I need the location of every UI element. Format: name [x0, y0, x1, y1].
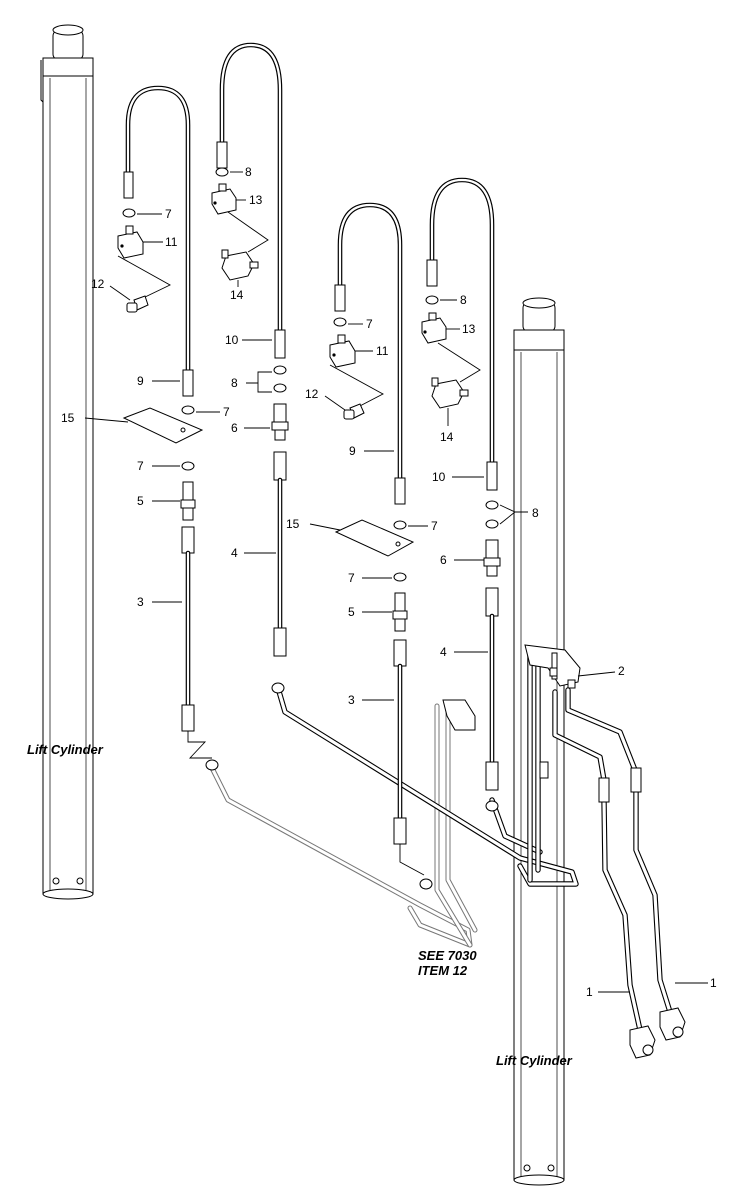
- left-hose-assembly-9-3: [117, 85, 212, 759]
- callout-5: 5: [137, 494, 144, 508]
- callout-7: 7: [137, 459, 144, 473]
- callout-10: 10: [225, 333, 239, 347]
- callout-1: 1: [586, 985, 593, 999]
- callout-11: 11: [165, 235, 178, 249]
- callout-9: 9: [349, 444, 356, 458]
- callout-8: 8: [532, 506, 539, 520]
- callout-7: 7: [366, 317, 373, 331]
- callout-15: 15: [61, 411, 75, 425]
- callout-7: 7: [223, 405, 230, 419]
- callout-13: 13: [249, 193, 263, 207]
- callout-leader-lines: [84, 171, 708, 993]
- left-hose-assembly-10-4: [211, 42, 289, 657]
- callout-14: 14: [440, 430, 454, 444]
- callout-3: 3: [348, 693, 355, 707]
- callout-1: 1: [710, 976, 717, 990]
- see-reference-line-2: ITEM 12: [418, 963, 468, 978]
- left-lift-cylinder-label: Lift Cylinder: [27, 742, 103, 757]
- callout-4: 4: [231, 546, 238, 560]
- callout-12: 12: [91, 277, 105, 291]
- tube-routing: [205, 644, 686, 1059]
- callout-4: 4: [440, 645, 447, 659]
- callout-3: 3: [137, 595, 144, 609]
- callout-5: 5: [348, 605, 355, 619]
- callout-14: 14: [230, 288, 244, 302]
- callout-10: 10: [432, 470, 446, 484]
- left-lift-cylinder: [40, 24, 94, 900]
- callout-8: 8: [245, 165, 252, 179]
- callout-11: 11: [376, 344, 389, 358]
- right-lift-cylinder-label: Lift Cylinder: [496, 1053, 572, 1068]
- callout-8: 8: [460, 293, 467, 307]
- callout-numbers: 7 11 12 9 15 7 7 5 3 8 13 14 10 8 6 4 7 …: [61, 165, 717, 999]
- callout-9: 9: [137, 374, 144, 388]
- right-hose-assembly-10-4: [421, 177, 501, 791]
- see-reference-line-1: SEE 7030: [418, 948, 477, 963]
- callout-7: 7: [165, 207, 172, 221]
- callout-8: 8: [231, 376, 238, 390]
- callout-13: 13: [462, 322, 476, 336]
- callout-12: 12: [305, 387, 319, 401]
- callout-7: 7: [348, 571, 355, 585]
- callout-7: 7: [431, 519, 438, 533]
- right-hose-assembly-9-3: [329, 202, 425, 876]
- callout-6: 6: [440, 553, 447, 567]
- callout-6: 6: [231, 421, 238, 435]
- callout-2: 2: [618, 664, 625, 678]
- callout-15: 15: [286, 517, 300, 531]
